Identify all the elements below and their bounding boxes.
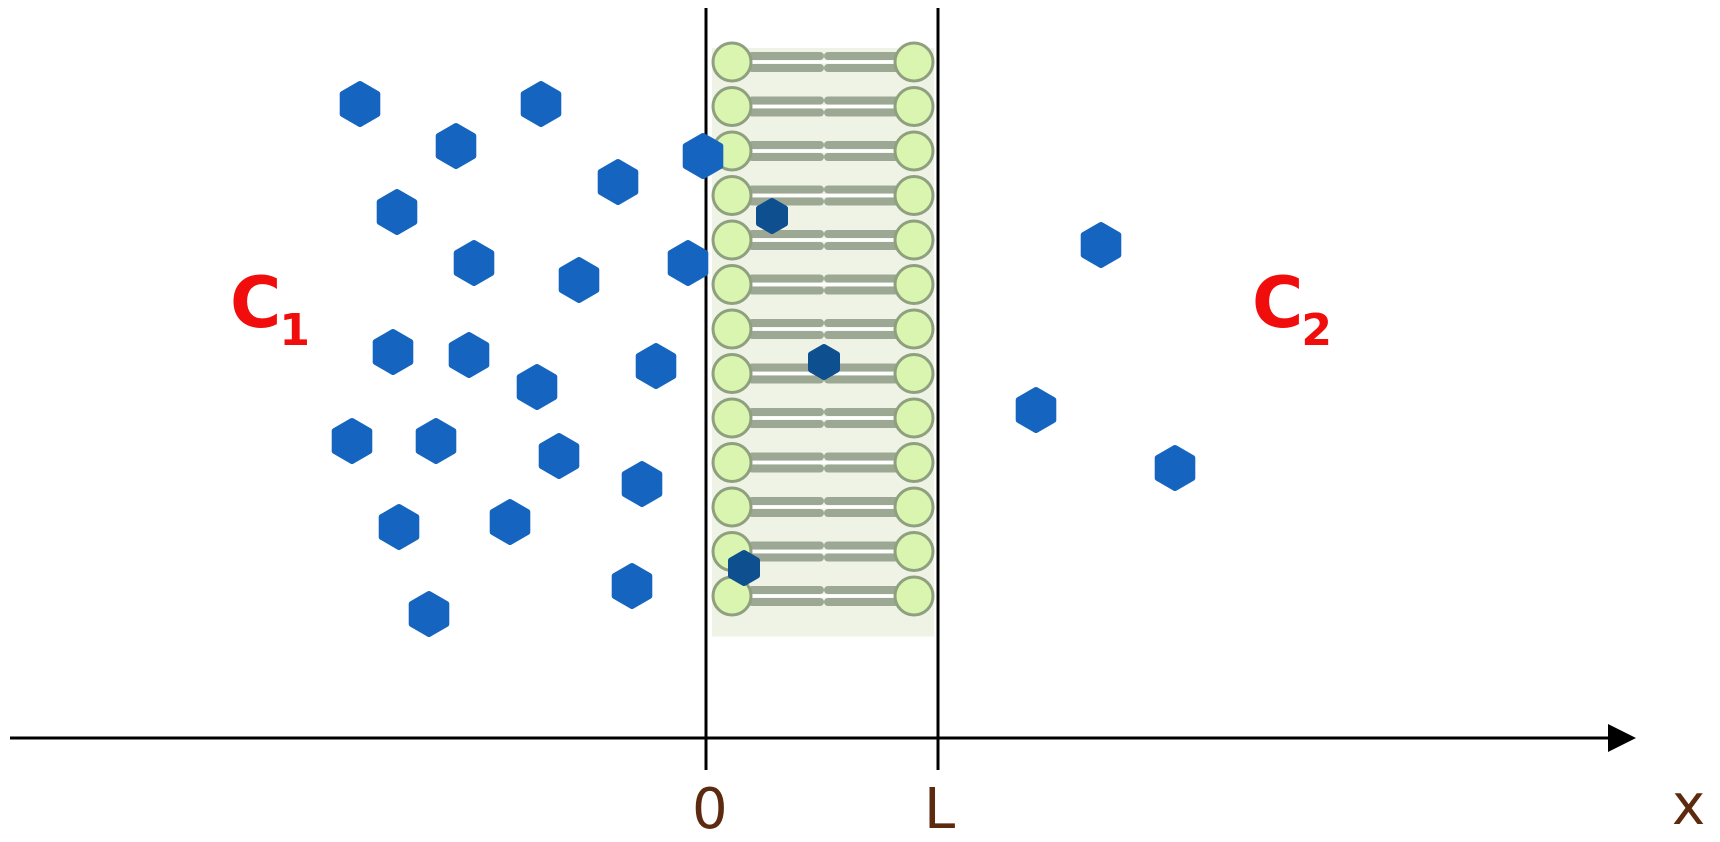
lipid-head-right xyxy=(893,130,935,172)
lipid-tail-pair xyxy=(748,408,900,428)
solute-molecule xyxy=(376,189,418,235)
solute-molecule xyxy=(667,240,709,286)
solute-molecule xyxy=(1154,445,1196,491)
lipid-head-right xyxy=(893,353,935,394)
lipid-head-left xyxy=(711,486,753,528)
lipid-head-right xyxy=(893,308,935,350)
lipid-head-left xyxy=(711,308,753,350)
axis-origin-label: 0 xyxy=(692,777,728,842)
solute-molecule xyxy=(378,504,420,550)
lipid-head-right xyxy=(893,575,935,617)
lipid-tail-pair xyxy=(748,141,900,161)
lipid-tail-pair xyxy=(748,52,900,72)
solute-molecule xyxy=(516,364,558,410)
concentration-label-c2: C2 xyxy=(1252,268,1332,353)
lipid-head-right xyxy=(893,41,935,83)
solute-molecule xyxy=(1015,387,1057,433)
lipid-head-right xyxy=(893,442,935,483)
lipid-head-left xyxy=(711,397,753,439)
solute-molecule xyxy=(538,433,580,479)
lipid-head-right xyxy=(893,397,935,439)
lipid-head-right xyxy=(893,219,935,261)
solute-molecule xyxy=(558,257,600,303)
c2-subscript: 2 xyxy=(1301,305,1332,356)
lipid-head-left xyxy=(711,353,753,394)
x-axis-arrowhead xyxy=(1608,724,1636,752)
solute-molecule xyxy=(339,81,381,127)
solute-molecule xyxy=(448,332,490,378)
solute-molecule xyxy=(372,329,414,375)
solute-molecule xyxy=(621,461,663,507)
solute-molecule xyxy=(435,123,477,169)
solute-molecule xyxy=(756,198,788,234)
solute-molecule xyxy=(728,550,760,586)
lipid-head-right xyxy=(893,264,935,305)
lipid-head-left xyxy=(711,442,753,483)
lipid-bilayer xyxy=(711,41,935,637)
axis-thickness-label: L xyxy=(924,777,956,842)
lipid-head-right xyxy=(893,486,935,528)
solute-molecule xyxy=(415,418,457,464)
solute-molecule xyxy=(331,418,373,464)
c2-letter: C xyxy=(1252,262,1304,344)
lipid-head-left xyxy=(711,41,753,83)
solute-molecule xyxy=(1080,222,1122,268)
lipid-tail-pair xyxy=(748,452,900,473)
lipid-head-right xyxy=(893,175,935,216)
solute-molecule xyxy=(682,133,724,179)
lipid-tail-pair xyxy=(748,497,900,517)
concentration-label-c1: C1 xyxy=(230,268,310,353)
solute-molecule xyxy=(408,591,450,637)
lipid-tail-pair xyxy=(748,274,900,295)
solute-molecule xyxy=(597,159,639,205)
solute-molecule xyxy=(635,343,677,389)
solute-molecule xyxy=(489,499,531,545)
lipid-head-left xyxy=(711,219,753,261)
lipid-head-right xyxy=(893,86,935,127)
solute-molecule xyxy=(453,240,495,286)
lipid-head-left xyxy=(711,264,753,305)
solute-molecule xyxy=(808,344,840,380)
lipid-tail-pair xyxy=(748,541,900,562)
molecules-in-membrane xyxy=(728,198,840,586)
c1-letter: C xyxy=(230,262,282,344)
molecules-high-concentration xyxy=(331,81,724,637)
lipid-head-left xyxy=(711,86,753,127)
lipid-head-right xyxy=(893,531,935,572)
lipid-tail-pair xyxy=(748,319,900,339)
lipid-tail-pair xyxy=(748,363,900,384)
lipid-tail-pair xyxy=(748,96,900,117)
solute-molecule xyxy=(520,81,562,127)
lipid-tail-pair xyxy=(748,230,900,250)
lipid-tail-pair xyxy=(748,586,900,606)
lipid-head-left xyxy=(711,175,753,216)
solute-molecule xyxy=(611,563,653,609)
c1-subscript: 1 xyxy=(279,305,310,356)
molecules-low-concentration xyxy=(1015,222,1196,491)
axis-variable-label: x xyxy=(1672,773,1706,838)
